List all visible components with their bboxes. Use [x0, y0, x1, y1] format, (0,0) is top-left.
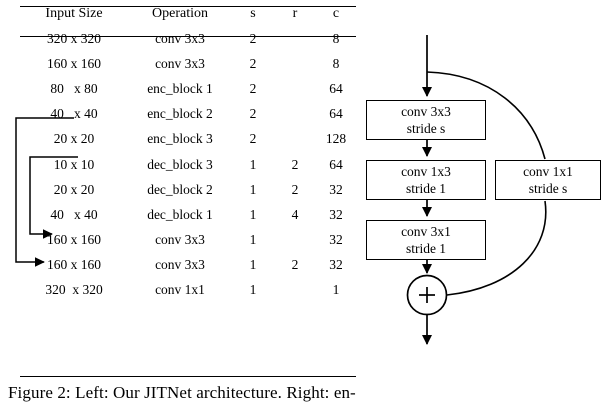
cell-input-size: 80 x 80 — [50, 80, 98, 96]
cell-c: 128 — [325, 131, 347, 147]
cell-r: 2 — [291, 156, 299, 172]
column-header-c: c — [332, 6, 340, 21]
table-row: 40 x 40 dec_block 1 1 4 32 — [20, 202, 356, 227]
cell-operation: enc_block 3 — [147, 131, 213, 147]
diagram-box-conv1x1-line1: conv 1x1 — [523, 164, 573, 179]
diagram-box-conv3x1-line1: conv 3x1 — [401, 224, 451, 239]
diagram-box-conv1x3-line2: stride 1 — [405, 181, 447, 196]
table-row: 160 x 160 conv 3x3 1 2 32 — [20, 253, 356, 278]
cell-r: 4 — [291, 206, 299, 222]
cell-s: 1 — [249, 282, 257, 298]
cell-c: 32 — [329, 181, 343, 197]
column-header-s: s — [250, 6, 256, 21]
cell-c: 64 — [329, 156, 343, 172]
cell-operation: dec_block 1 — [147, 206, 213, 222]
diagram-box-conv1x3: conv 1x3 stride 1 — [366, 160, 486, 200]
table-rule-bottom — [20, 376, 356, 377]
table-row: 80 x 80 enc_block 1 2 64 — [20, 76, 356, 101]
cell-s: 1 — [249, 181, 257, 197]
table-rule-header — [20, 36, 356, 37]
column-header-operation: Operation — [152, 6, 208, 21]
sum-node — [406, 274, 448, 316]
cell-s: 2 — [249, 106, 257, 122]
cell-s: 1 — [249, 232, 257, 248]
cell-operation: dec_block 3 — [147, 156, 213, 172]
cell-r: 2 — [291, 181, 299, 197]
table: Input Size Operation s r c 320 x 320 conv… — [20, 4, 356, 303]
cell-input-size: 160 x 160 — [47, 257, 101, 273]
cell-input-size: 40 x 40 — [50, 206, 98, 222]
cell-input-size: 10 x 10 — [53, 156, 95, 172]
cell-c: 32 — [329, 257, 343, 273]
cell-c: 8 — [332, 30, 340, 46]
table-header-row: Input Size Operation s r c — [20, 4, 356, 26]
table-row: 160 x 160 conv 3x3 1 32 — [20, 228, 356, 253]
cell-input-size: 320 x 320 — [45, 282, 103, 298]
cell-c: 32 — [329, 206, 343, 222]
table-row: 160 x 160 conv 3x3 2 8 — [20, 51, 356, 76]
cell-input-size: 20 x 20 — [53, 131, 95, 147]
cell-operation: conv 3x3 — [155, 55, 205, 71]
table-body: 320 x 320 conv 3x3 2 8 160 x 160 conv 3x3 2 8 80… — [20, 26, 356, 303]
cell-c: 8 — [332, 55, 340, 71]
cell-operation: conv 3x3 — [155, 257, 205, 273]
cell-s: 2 — [249, 55, 257, 71]
table-row: 320 x 320 conv 1x1 1 1 — [20, 278, 356, 303]
cell-input-size: 20 x 20 — [53, 181, 95, 197]
cell-operation: conv 3x3 — [155, 30, 205, 46]
cell-s: 2 — [249, 80, 257, 96]
figure-caption: Figure 2: Left: Our JITNet architecture.… — [8, 383, 356, 402]
column-header-input-size: Input Size — [45, 6, 103, 21]
table-row: 10 x 10 dec_block 3 1 2 64 — [20, 152, 356, 177]
cell-input-size: 160 x 160 — [47, 55, 101, 71]
cell-r: 2 — [291, 257, 299, 273]
diagram-box-conv1x3-line1: conv 1x3 — [401, 164, 451, 179]
cell-operation: enc_block 1 — [147, 80, 213, 96]
cell-r — [274, 76, 316, 101]
diagram-box-conv3x3-line1: conv 3x3 — [401, 104, 451, 119]
architecture-table: Input Size Operation s r c 320 x 320 conv… — [20, 4, 356, 303]
diagram-box-conv3x3: conv 3x3 stride s — [366, 100, 486, 140]
cell-input-size: 40 x 40 — [50, 106, 98, 122]
cell-s: 2 — [249, 131, 257, 147]
diagram-box-conv3x1: conv 3x1 stride 1 — [366, 220, 486, 260]
column-header-r: r — [292, 6, 298, 21]
table-rule-top — [20, 6, 356, 7]
cell-c: 32 — [329, 232, 343, 248]
table-row: 20 x 20 dec_block 2 1 2 32 — [20, 177, 356, 202]
cell-s: 1 — [249, 257, 257, 273]
cell-r — [274, 102, 316, 127]
table-row: 320 x 320 conv 3x3 2 8 — [20, 26, 356, 51]
diagram-box-conv3x3-line2: stride s — [406, 121, 446, 136]
cell-s: 1 — [249, 156, 257, 172]
table-row: 40 x 40 enc_block 2 2 64 — [20, 102, 356, 127]
cell-operation: enc_block 2 — [147, 106, 213, 122]
diagram-box-conv1x1-line2: stride s — [528, 181, 568, 196]
cell-c: 64 — [329, 106, 343, 122]
diagram-box-conv3x1-line2: stride 1 — [405, 241, 447, 256]
cell-c: 64 — [329, 80, 343, 96]
cell-r — [274, 228, 316, 253]
cell-r — [274, 278, 316, 303]
cell-operation: dec_block 2 — [147, 181, 213, 197]
cell-r — [274, 127, 316, 152]
cell-s: 2 — [249, 30, 257, 46]
cell-r — [274, 51, 316, 76]
cell-operation: conv 1x1 — [155, 282, 205, 298]
cell-input-size: 320 x 320 — [47, 30, 101, 46]
cell-s: 1 — [249, 206, 257, 222]
cell-input-size: 160 x 160 — [47, 232, 101, 248]
cell-r — [274, 26, 316, 51]
cell-c: 1 — [332, 282, 340, 298]
diagram-box-conv1x1: conv 1x1 stride s — [495, 160, 601, 200]
table-row: 20 x 20 enc_block 3 2 128 — [20, 127, 356, 152]
cell-operation: conv 3x3 — [155, 232, 205, 248]
